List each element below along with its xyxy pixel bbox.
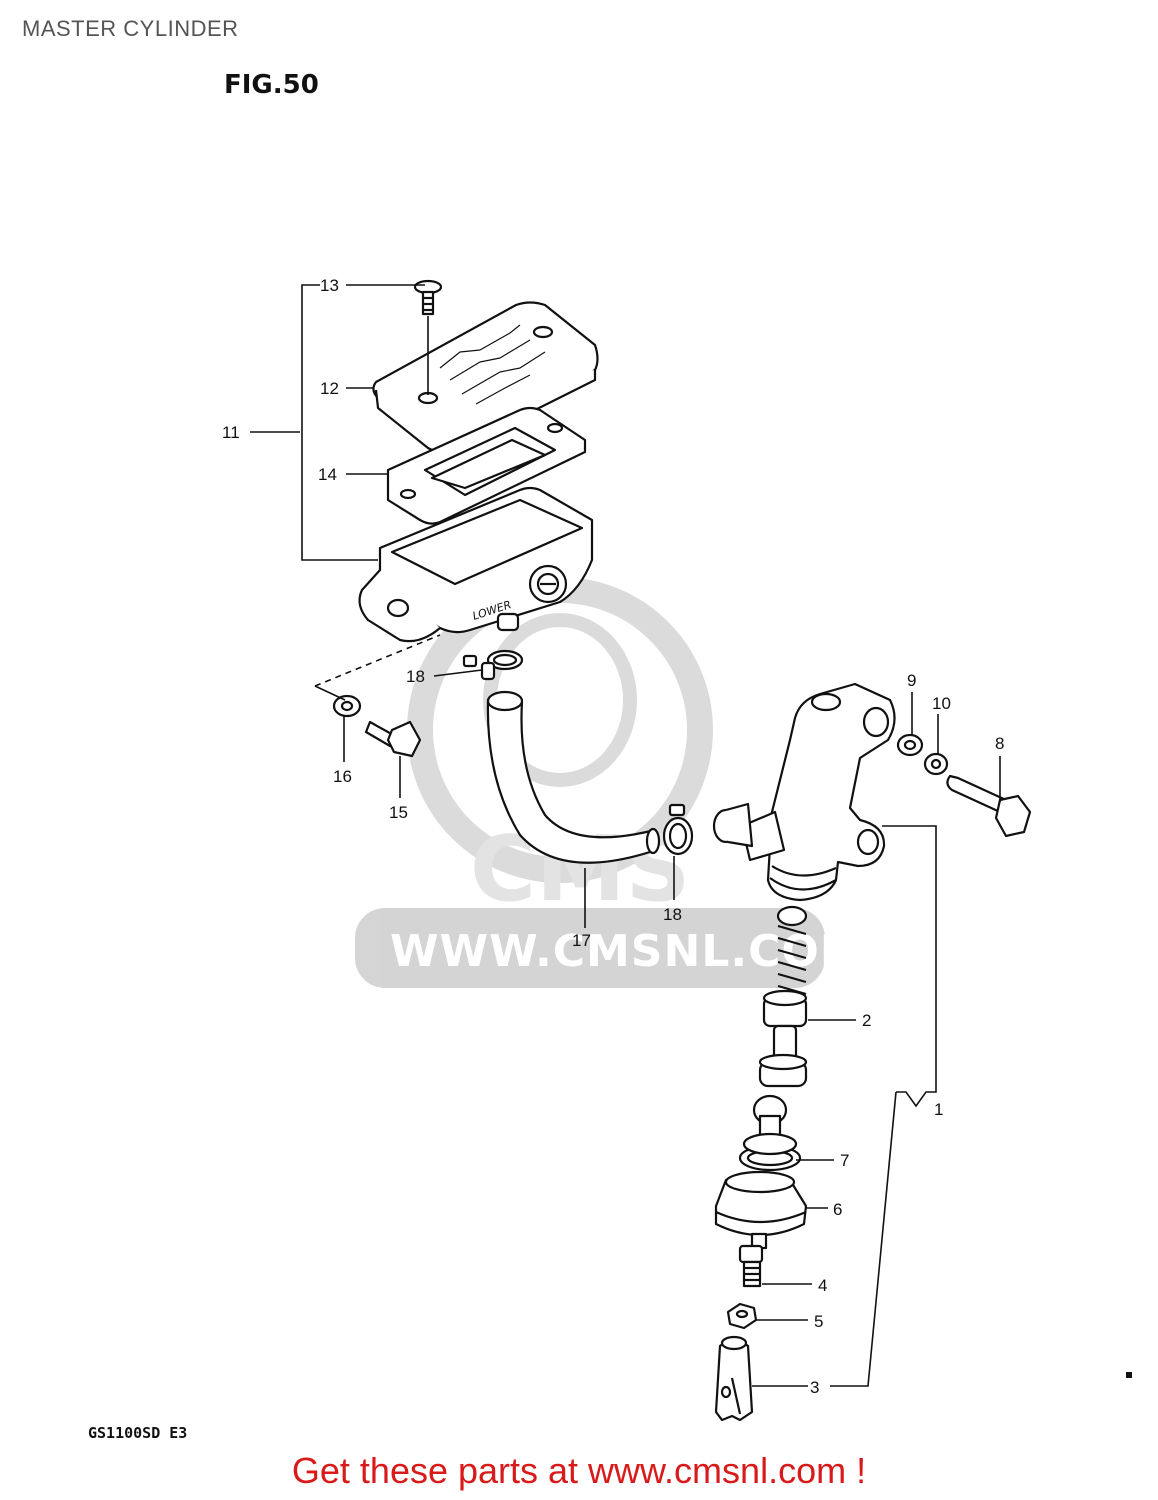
part-2-piston-spring-kit xyxy=(758,905,808,1088)
mount-leader-lower xyxy=(314,685,346,701)
callout-17: 17 xyxy=(572,931,591,950)
callout-11: 11 xyxy=(222,423,240,442)
part-1-master-cylinder-body xyxy=(712,682,896,902)
callout-6: 6 xyxy=(833,1200,842,1219)
part-18-hose-clip-upper xyxy=(462,649,524,681)
figure-label: FIG.50 xyxy=(224,70,319,100)
mount-leader-upper xyxy=(314,634,441,687)
part-3-clevis xyxy=(714,1335,754,1422)
callout-15: 15 xyxy=(389,803,408,822)
part-5-lock-nut xyxy=(726,1302,758,1330)
watermark-url: WWW.CMSNL.COM xyxy=(390,926,865,977)
part-14-diaphragm-plate xyxy=(386,406,587,525)
callout-3: 3 xyxy=(810,1378,819,1397)
callout-18-upper: 18 xyxy=(406,667,425,686)
part-17-reservoir-hose xyxy=(486,690,661,864)
callout-13: 13 xyxy=(320,276,339,295)
callout-4: 4 xyxy=(818,1276,827,1295)
callout-14: 14 xyxy=(318,465,337,484)
part-13-lid-screw xyxy=(413,279,443,316)
part-4-pushrod xyxy=(738,1244,764,1288)
callout-1: 1 xyxy=(934,1100,943,1119)
callout-16: 16 xyxy=(333,767,352,786)
part-9-washer xyxy=(896,733,924,757)
callout-5: 5 xyxy=(814,1312,823,1331)
part-12-reservoir-cap xyxy=(372,301,599,454)
scan-speck xyxy=(1126,1372,1132,1378)
part-11-reservoir-body: LOWER xyxy=(358,486,594,643)
part-10-washer xyxy=(923,752,949,776)
callout-12: 12 xyxy=(320,379,339,398)
callout-numbers: 13 12 11 14 18 16 15 17 18 9 10 8 1 2 7 … xyxy=(222,276,1004,1397)
callout-18-lower: 18 xyxy=(663,905,682,924)
page-title: MASTER CYLINDER xyxy=(22,16,239,41)
footer-cta-link[interactable]: Get these parts at www.cmsnl.com ! xyxy=(291,1450,867,1491)
part-piston-pushrod-head xyxy=(742,1094,798,1156)
part-16-washer xyxy=(332,694,362,718)
callout-7: 7 xyxy=(840,1151,849,1170)
part-15-bolt xyxy=(364,720,422,758)
part-18-hose-clip-lower xyxy=(662,803,694,856)
watermark-url-banner xyxy=(355,908,825,988)
callout-8: 8 xyxy=(995,734,1004,753)
part-6-dust-boot xyxy=(714,1170,808,1250)
model-code: GS1100SD E3 xyxy=(88,1424,188,1442)
callout-10: 10 xyxy=(932,694,951,713)
part-8-mounting-bolt xyxy=(946,774,1032,838)
callout-2: 2 xyxy=(862,1011,871,1030)
leader-lines xyxy=(250,284,1001,1387)
callout-9: 9 xyxy=(907,671,916,690)
